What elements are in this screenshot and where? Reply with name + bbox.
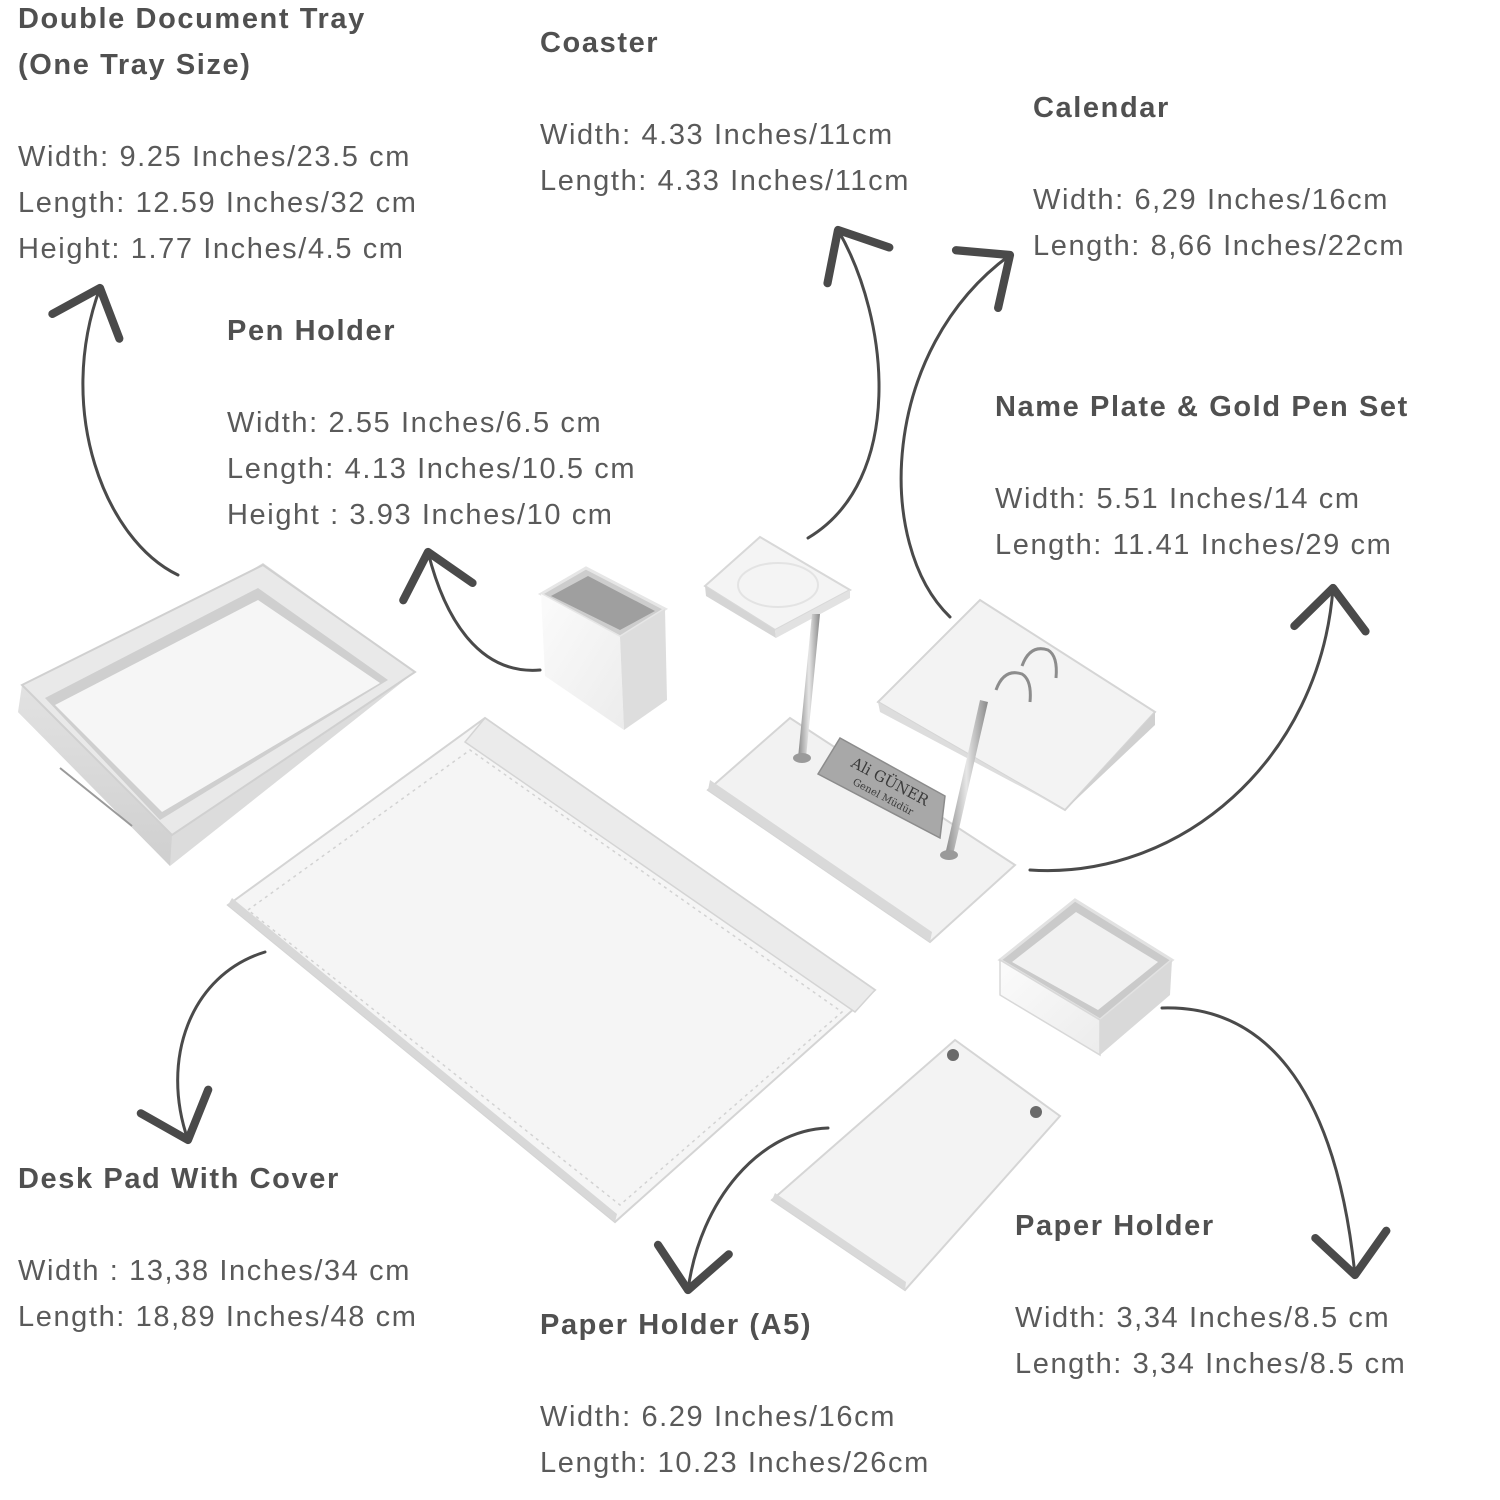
paper-holder-title: Paper Holder bbox=[1015, 1210, 1215, 1242]
desk-pad-width: Width : 13,38 Inches/34 cm bbox=[18, 1255, 411, 1287]
desk-pad-label: Desk Pad With Cover Width : 13,38 Inches… bbox=[18, 1156, 418, 1340]
coaster-title: Coaster bbox=[540, 27, 660, 59]
calendar-title: Calendar bbox=[1033, 92, 1170, 124]
calendar-image bbox=[876, 598, 1157, 812]
desk-pad-title: Desk Pad With Cover bbox=[18, 1163, 340, 1195]
paper-holder-a5-length: Length: 10.23 Inches/26cm bbox=[540, 1447, 930, 1479]
desk-pad-length: Length: 18,89 Inches/48 cm bbox=[18, 1301, 418, 1333]
tray-title-line1: Double Document Tray bbox=[18, 3, 366, 35]
paper-holder-a5-arrow-icon bbox=[653, 1126, 830, 1295]
pen-holder-label: Pen Holder Width: 2.55 Inches/6.5 cm Len… bbox=[227, 308, 636, 538]
pen-holder-width: Width: 2.55 Inches/6.5 cm bbox=[227, 407, 603, 439]
name-plate-label: Name Plate & Gold Pen Set Width: 5.51 In… bbox=[995, 384, 1409, 568]
calendar-arrow-icon bbox=[899, 246, 1015, 619]
pen-holder-title: Pen Holder bbox=[227, 315, 397, 347]
document-tray-image bbox=[18, 563, 417, 866]
name-plate-image: Ali GÜNER Genel Müdür bbox=[706, 614, 1017, 944]
paper-holder-width: Width: 3,34 Inches/8.5 cm bbox=[1015, 1302, 1391, 1334]
paper-holder-a5-title: Paper Holder (A5) bbox=[540, 1309, 813, 1341]
name-plate-title: Name Plate & Gold Pen Set bbox=[995, 391, 1409, 423]
pen-holder-image bbox=[537, 566, 669, 730]
name-plate-arrow-icon bbox=[1028, 583, 1370, 873]
paper-holder-a5-width: Width: 6.29 Inches/16cm bbox=[540, 1401, 896, 1433]
coaster-width: Width: 4.33 Inches/11cm bbox=[540, 119, 894, 151]
name-plate-width: Width: 5.51 Inches/14 cm bbox=[995, 483, 1361, 515]
desk-pad-image bbox=[226, 716, 877, 1224]
paper-holder-a5-image bbox=[770, 1038, 1062, 1292]
pen-holder-height: Height : 3.93 Inches/10 cm bbox=[227, 499, 614, 531]
paper-holder-image bbox=[997, 898, 1175, 1057]
calendar-length: Length: 8,66 Inches/22cm bbox=[1033, 230, 1406, 262]
coaster-label: Coaster Width: 4.33 Inches/11cm Length: … bbox=[540, 20, 910, 204]
tray-width: Width: 9.25 Inches/23.5 cm bbox=[18, 141, 411, 173]
desk-pad-arrow-icon bbox=[136, 950, 267, 1145]
tray-arrow-icon bbox=[48, 283, 180, 577]
calendar-width: Width: 6,29 Inches/16cm bbox=[1033, 184, 1389, 216]
paper-holder-label: Paper Holder Width: 3,34 Inches/8.5 cm L… bbox=[1015, 1203, 1406, 1387]
paper-holder-a5-label: Paper Holder (A5) Width: 6.29 Inches/16c… bbox=[540, 1302, 930, 1486]
calendar-label: Calendar Width: 6,29 Inches/16cm Length:… bbox=[1033, 85, 1405, 269]
name-plate-length: Length: 11.41 Inches/29 cm bbox=[995, 529, 1393, 561]
coaster-length: Length: 4.33 Inches/11cm bbox=[540, 165, 910, 197]
paper-holder-length: Length: 3,34 Inches/8.5 cm bbox=[1015, 1348, 1407, 1380]
pen-holder-length: Length: 4.13 Inches/10.5 cm bbox=[227, 453, 637, 485]
coaster-image bbox=[703, 535, 853, 638]
tray-title-line2: (One Tray Size) bbox=[18, 49, 252, 81]
tray-height: Height: 1.77 Inches/4.5 cm bbox=[18, 233, 405, 265]
paper-holder-arrow-icon bbox=[1160, 1006, 1391, 1280]
tray-length: Length: 12.59 Inches/32 cm bbox=[18, 187, 418, 219]
coaster-arrow-icon bbox=[806, 225, 894, 540]
pen-holder-arrow-icon bbox=[399, 547, 542, 672]
tray-label: Double Document Tray (One Tray Size) Wid… bbox=[18, 0, 418, 272]
